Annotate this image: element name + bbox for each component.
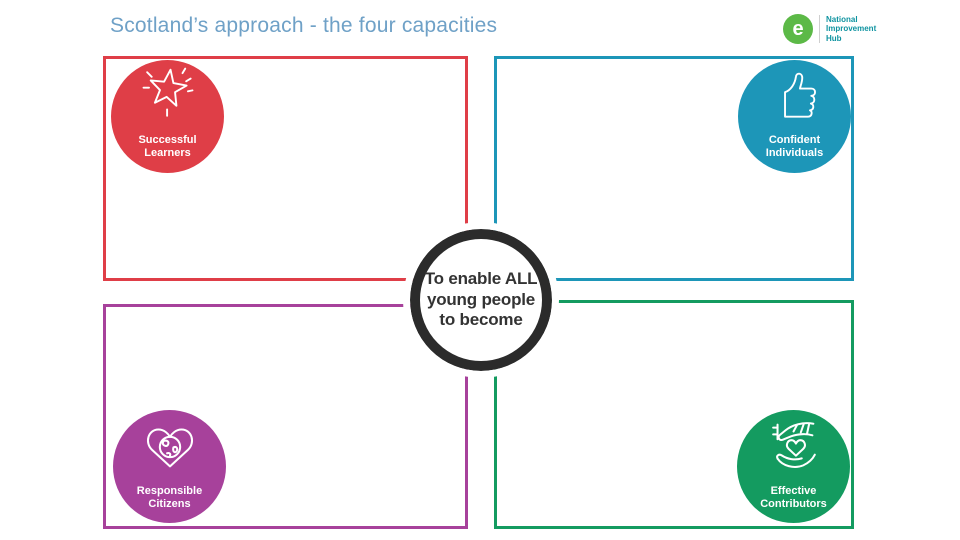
hands-heart-icon: [763, 415, 825, 477]
capacity-label-confident-individuals: Confident Individuals: [765, 134, 824, 159]
capacity-label-responsible-citizens: Responsible Citizens: [136, 485, 203, 510]
heart-globe-icon: [139, 415, 201, 477]
thumbs-up-icon: [766, 65, 824, 123]
capacity-label-effective-contributors: Effective Contributors: [760, 485, 827, 510]
page-title: Scotland’s approach - the four capacitie…: [110, 14, 498, 37]
capacity-circle-confident-individuals: Confident Individuals: [738, 60, 851, 173]
education-scotland-e-icon: e: [783, 14, 813, 44]
center-circle-text: To enable ALL young people to become: [424, 269, 538, 330]
logo-divider: [819, 15, 820, 43]
capacity-label-successful-learners: Successful Learners: [138, 134, 197, 159]
center-circle: To enable ALL young people to become: [403, 222, 559, 378]
capacity-circle-successful-learners: Successful Learners: [111, 60, 224, 173]
logo-line-3: Hub: [826, 33, 842, 43]
capacity-circle-responsible-citizens: Responsible Citizens: [113, 410, 226, 523]
national-improvement-hub-logo: e National Improvement Hub: [783, 14, 876, 44]
logo-line-2: Improvement: [826, 24, 877, 34]
logo-line-1: National: [826, 14, 858, 24]
capacity-circle-effective-contributors: Effective Contributors: [737, 410, 850, 523]
star-icon: [139, 65, 197, 123]
logo-text: National Improvement Hub: [826, 15, 876, 44]
